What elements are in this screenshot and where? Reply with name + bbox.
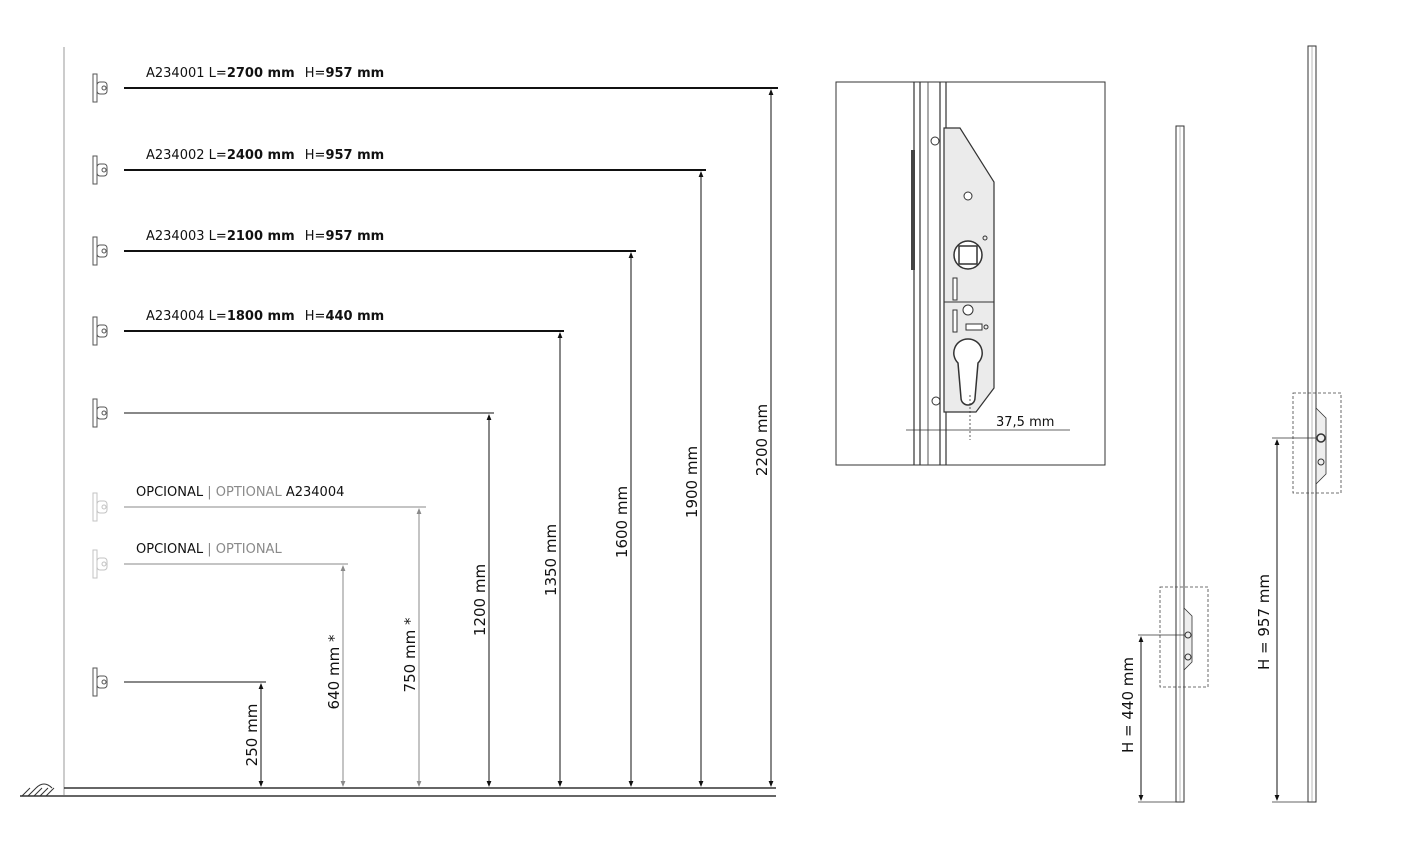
height-value: 957 mm (325, 229, 384, 244)
keep-icon (92, 549, 108, 579)
level-a234001: A234001 L=2700 mm H=957 mm 2200 mm (92, 66, 778, 787)
height-dimension: 1600 mm (613, 486, 631, 558)
svg-text:A234004 L=1800 mm H=440 mm: A234004 L=1800 mm H=440 mm (146, 309, 384, 324)
short-lock-rod: H = 440 mm (1119, 125, 1209, 803)
floor-hatch-icon (21, 783, 55, 797)
svg-text:A234001 L=2700 mm H=957 mm: A234001 L=2700 mm H=957 mm (146, 66, 384, 81)
optional-separator: | (207, 542, 211, 557)
height-prefix: H= (305, 66, 326, 81)
height-value: 957 mm (325, 148, 384, 163)
keep-icon (92, 73, 108, 103)
level-250: 250 mm (92, 667, 266, 787)
length-prefix: L= (209, 66, 227, 81)
height-dimension: 2200 mm (753, 404, 771, 476)
level-a234003: A234003 L=2100 mm H=957 mm 1600 mm (92, 229, 636, 787)
height-prefix: H= (305, 229, 326, 244)
keep-icon (92, 236, 108, 266)
svg-text:OPCIONAL | OPTIONAL: OPCIONAL | OPTIONAL (136, 542, 282, 557)
length-value: 2700 mm (227, 66, 295, 81)
long-rod-height: H = 957 mm (1255, 574, 1273, 670)
height-value: 440 mm (325, 309, 384, 324)
length-prefix: L= (209, 309, 227, 324)
height-dimension: 750 mm * (401, 617, 419, 692)
optional-translation: OPTIONAL (216, 542, 283, 557)
height-dimension: 1900 mm (683, 446, 701, 518)
optional-label: OPCIONAL (136, 542, 204, 557)
level-code: A234002 (146, 148, 205, 163)
length-prefix: L= (209, 229, 227, 244)
optional-code: A234004 (286, 485, 345, 500)
lock-detail-box: 37,5 mm (835, 81, 1106, 466)
svg-text:OPCIONAL | OPTIONAL A234004: OPCIONAL | OPTIONAL A234004 (136, 485, 344, 500)
optional-translation: OPTIONAL (216, 485, 283, 500)
length-value: 1800 mm (227, 309, 295, 324)
length-value: 2100 mm (227, 229, 295, 244)
height-value: 957 mm (325, 66, 384, 81)
cylinder-cutout (953, 338, 983, 406)
optional-separator: | (207, 485, 211, 500)
level-1200: 1200 mm (92, 398, 494, 787)
level-optional-640: OPCIONAL | OPTIONAL 640 mm * (92, 542, 348, 787)
level-a234002: A234002 L=2400 mm H=957 mm 1900 mm (92, 148, 706, 787)
lock-case-plate (943, 127, 995, 413)
height-dimension: 1350 mm (542, 524, 560, 596)
level-optional-750: OPCIONAL | OPTIONAL A234004 750 mm * (92, 485, 426, 787)
height-dimension: 640 mm * (325, 634, 343, 709)
height-dimension: 1200 mm (471, 564, 489, 636)
keep-icon (92, 398, 108, 428)
keep-icon (92, 667, 108, 697)
length-value: 2400 mm (227, 148, 295, 163)
svg-text:A234002 L=2400 mm H=957 mm: A234002 L=2400 mm H=957 mm (146, 148, 384, 163)
height-dimension: 250 mm (243, 704, 261, 767)
backset-dimension: 37,5 mm (996, 415, 1054, 430)
keep-icon (92, 492, 108, 522)
level-code: A234004 (146, 309, 205, 324)
length-prefix: L= (209, 148, 227, 163)
height-prefix: H= (305, 148, 326, 163)
level-a234004: A234004 L=1800 mm H=440 mm 1350 mm (92, 309, 564, 787)
keep-icon (92, 316, 108, 346)
optional-label: OPCIONAL (136, 485, 204, 500)
level-code: A234003 (146, 229, 205, 244)
short-rod-height: H = 440 mm (1119, 657, 1137, 753)
long-lock-rod: H = 957 mm (1255, 45, 1342, 803)
level-code: A234001 (146, 66, 205, 81)
keep-icon (92, 155, 108, 185)
height-prefix: H= (305, 309, 326, 324)
svg-text:A234003 L=2100 mm H=957 mm: A234003 L=2100 mm H=957 mm (146, 229, 384, 244)
